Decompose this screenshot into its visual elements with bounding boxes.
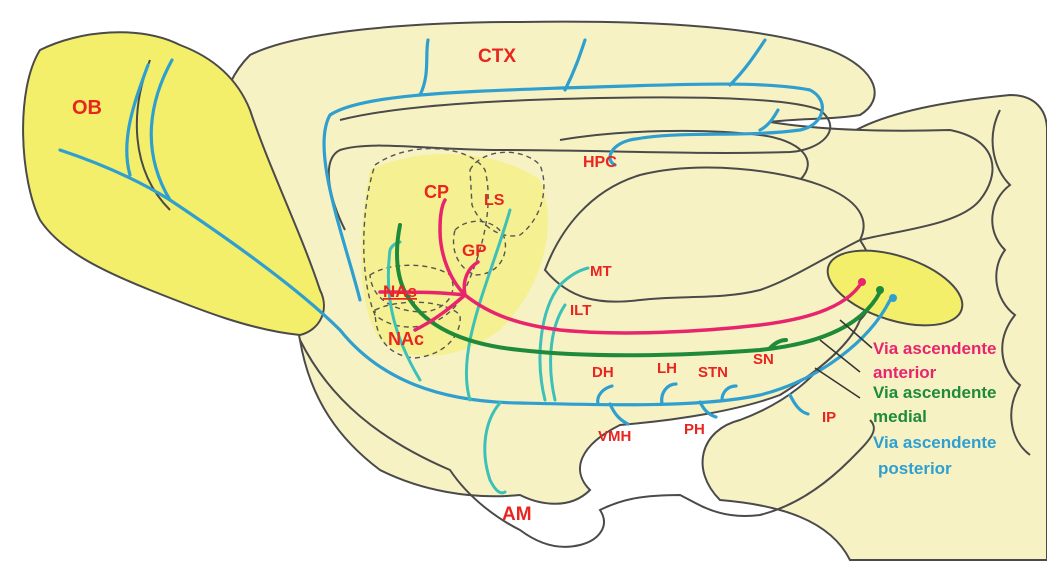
label-lh: LH	[657, 360, 677, 377]
label-ph: PH	[684, 421, 705, 438]
label-dh: DH	[592, 364, 614, 381]
legend-anterior-line2: anterior	[873, 363, 937, 382]
label-ip: IP	[822, 409, 836, 426]
label-mt: MT	[590, 263, 612, 280]
medial-origin-dot	[876, 286, 884, 294]
label-ctx: CTX	[478, 46, 516, 67]
legend-posterior-line1: Via ascendente	[873, 433, 996, 452]
label-ls: LS	[484, 192, 505, 209]
legend-medial-line2: medial	[873, 407, 927, 426]
label-sn: SN	[753, 351, 774, 368]
label-gp: GP	[462, 241, 487, 260]
legend-anterior-line1: Via ascendente	[873, 339, 996, 358]
legend-medial-line1: Via ascendente	[873, 383, 996, 402]
label-ilt: ILT	[570, 302, 591, 319]
label-ob: OB	[72, 97, 102, 119]
anterior-origin-dot	[858, 278, 866, 286]
posterior-origin-dot	[889, 294, 897, 302]
label-hpc: HPC	[583, 154, 617, 171]
label-stn: STN	[698, 364, 728, 381]
label-nas: NAs	[383, 282, 417, 301]
legend-posterior-line2: posterior	[878, 459, 952, 478]
label-am: AM	[502, 504, 532, 525]
label-vmh: VMH	[598, 428, 631, 445]
label-cp: CP	[424, 182, 449, 202]
label-nac: NAc	[388, 329, 424, 349]
